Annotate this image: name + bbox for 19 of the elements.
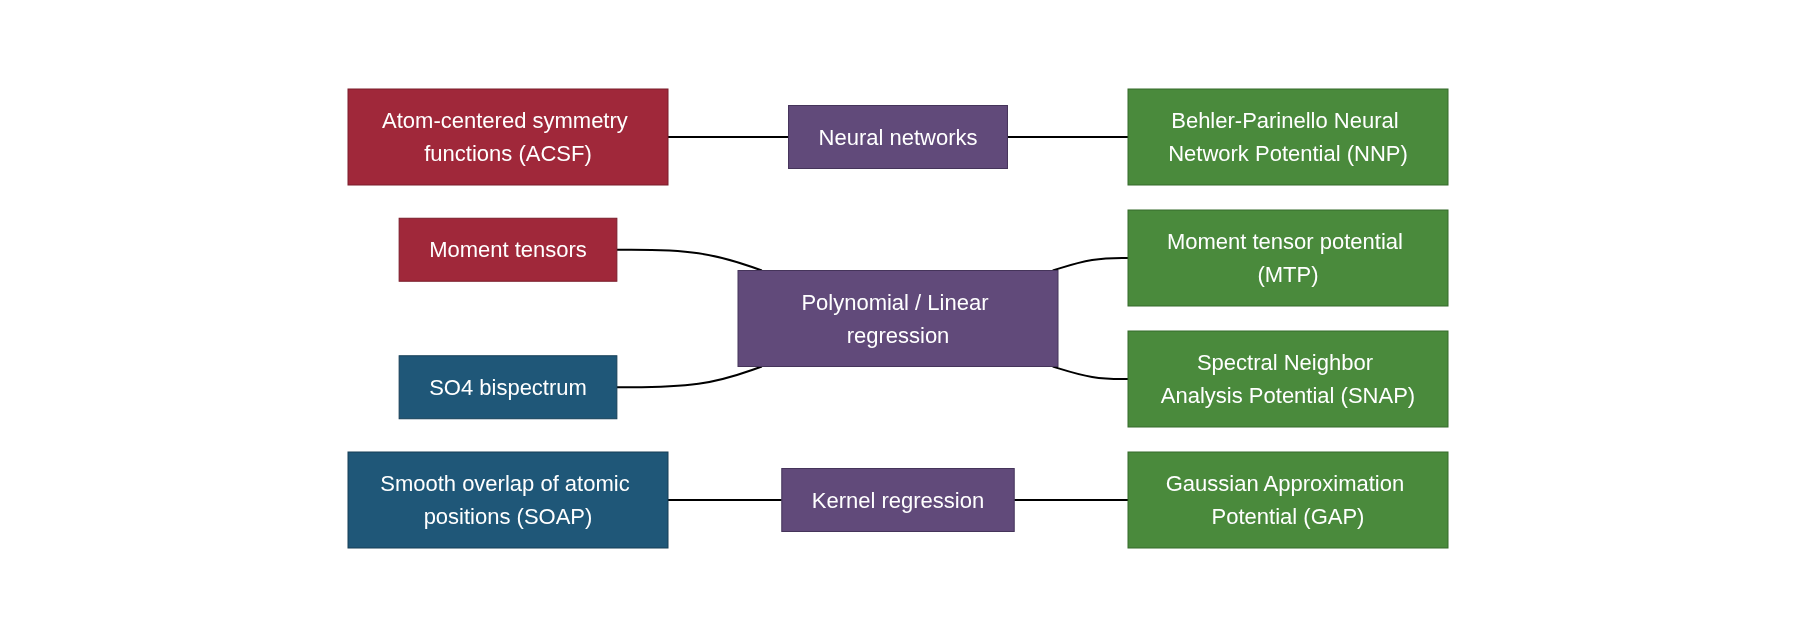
connector: [1051, 256, 1129, 271]
node-box: Gaussian Approximation Potential (GAP): [1127, 451, 1449, 548]
connector: [1051, 365, 1129, 380]
node-box: Polynomial / Linear regression: [737, 269, 1059, 367]
node-box: SO4 bispectrum: [398, 354, 618, 419]
node-box: Moment tensor potential (MTP): [1127, 209, 1449, 306]
node-box: Neural networks: [788, 104, 1008, 169]
node-box: Smooth overlap of atomic positions (SOAP): [347, 451, 669, 548]
connector: [1013, 498, 1129, 501]
connector: [667, 498, 783, 501]
node-box: Behler-Parinello Neural Network Potential (NNP): [1127, 88, 1449, 185]
node-box: Atom-centered symmetry functions (ACSF): [347, 88, 669, 185]
connector: [615, 248, 763, 271]
node-box: Spectral Neighbor Analysis Potential (SNAP): [1127, 330, 1449, 427]
connector: [1006, 135, 1129, 138]
connector: [615, 365, 763, 388]
connector: [667, 135, 790, 138]
node-box: Kernel regression: [781, 467, 1015, 532]
node-box: Moment tensors: [398, 217, 618, 282]
